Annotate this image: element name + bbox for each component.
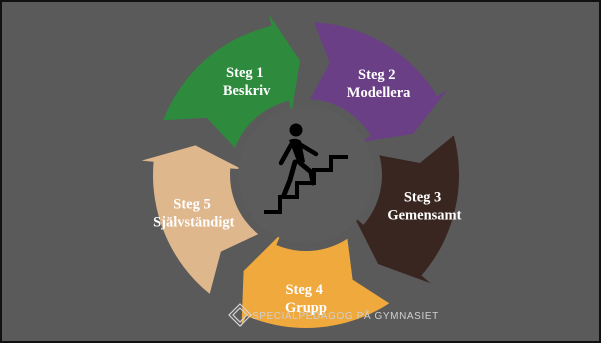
person-climbing-stairs-icon [264,123,348,214]
step-3-label: Steg 3 Gemensamt [387,190,461,224]
step-1-segment [163,14,300,148]
step-1-title: Steg 1 [226,65,263,81]
person-icon [278,123,319,198]
step-5-segment [141,145,259,294]
step-4-title: Steg 4 [285,282,322,298]
step-1: Steg 1 Beskriv [163,14,300,148]
diamond-logo-icon [228,303,252,327]
step-5-title: Steg 5 [173,197,210,213]
step-2-segment [310,22,448,143]
watermark-text: SPECIALPEDAGOG PÅ GYMNASIET [252,309,439,322]
step-2: Steg 2 Modellera [310,22,448,143]
step-3-segment [354,135,460,284]
step-2-name: Modellera [347,85,411,101]
step-5: Steg 5 Självständigt [141,145,259,294]
step-2-title: Steg 2 [358,67,395,83]
step-1-name: Beskriv [223,83,271,99]
step-2-label: Steg 2 Modellera [347,67,411,101]
step-4: Steg 4 Grupp [241,233,390,328]
step-4-label: Steg 4 Grupp [285,282,327,316]
step-5-label: Steg 5 Självständigt [153,197,235,231]
step-5-name: Självständigt [153,215,235,231]
step-3-name: Gemensamt [387,208,461,224]
step-1-label: Steg 1 Beskriv [223,65,271,99]
watermark: SPECIALPEDAGOG PÅ GYMNASIET [228,303,439,327]
step-4-name: Grupp [285,300,327,316]
step-3: Steg 3 Gemensamt [354,135,462,284]
step-3-title: Steg 3 [404,190,441,206]
step-4-segment [241,233,390,328]
stairs-icon [264,155,348,214]
center-hub [238,107,374,243]
